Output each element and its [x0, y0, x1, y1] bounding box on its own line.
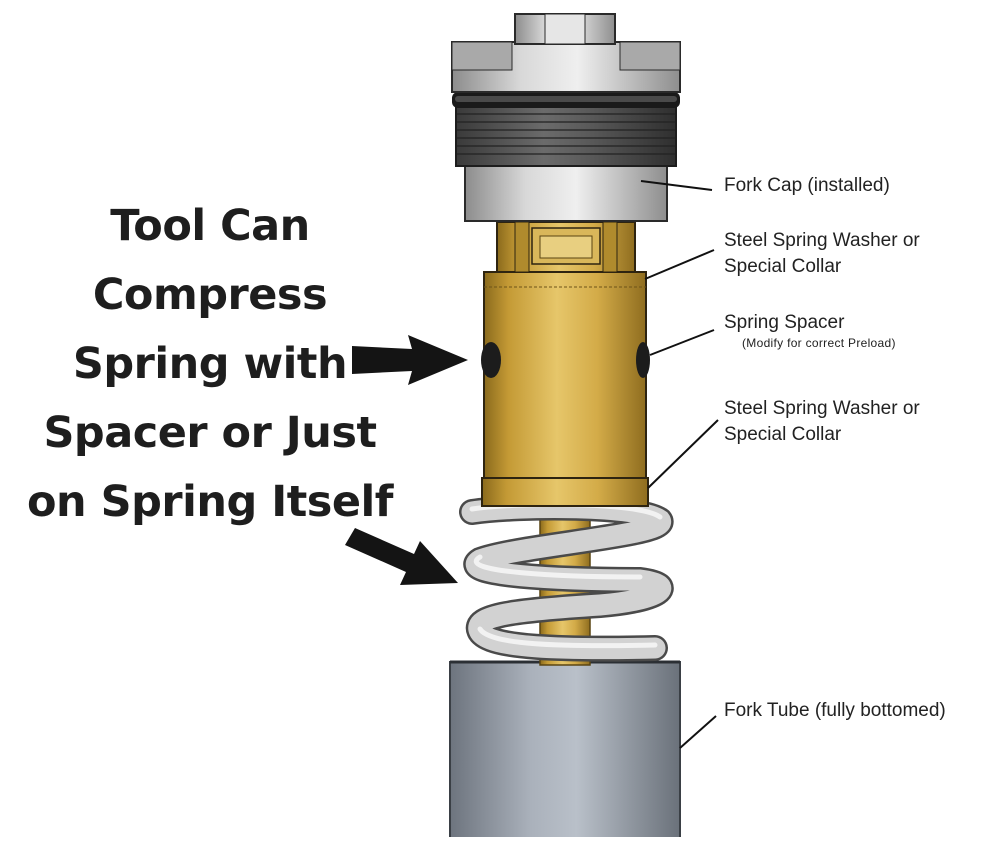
headline-line-2: Compress	[92, 270, 328, 320]
callout-arrows	[345, 335, 468, 585]
leader-fork-cap	[640, 180, 713, 191]
leader-fork-tube	[679, 715, 717, 749]
label-lower-washer: Steel Spring Washer or Special Collar	[724, 396, 920, 448]
label-upper-washer: Steel Spring Washer or Special Collar	[724, 228, 920, 280]
headline-line-4: Spacer or Just	[43, 408, 377, 458]
leader-spring-spacer	[649, 329, 715, 356]
leader-lines	[640, 180, 719, 749]
fork-cap	[451, 13, 681, 222]
arrow-to-spring-icon	[345, 528, 458, 585]
label-lower-washer-line1: Steel Spring Washer or	[724, 398, 920, 419]
headline-line-1: Tool Can	[110, 201, 310, 251]
label-spring-spacer: Spring Spacer (Modify for correct Preloa…	[724, 310, 896, 350]
arrow-to-spacer-icon	[352, 335, 468, 385]
label-spring-spacer-line1: Spring Spacer	[724, 312, 845, 333]
spacer-hole-right	[636, 342, 650, 378]
label-spring-spacer-note: (Modify for correct Preload)	[742, 336, 896, 350]
label-fork-tube: Fork Tube (fully bottomed)	[724, 698, 946, 724]
coil-spring	[459, 494, 674, 662]
spring-spacer	[481, 271, 650, 479]
label-lower-washer-line2: Special Collar	[724, 424, 842, 445]
leader-lower-washer	[647, 419, 719, 489]
lower-spring-collar	[481, 477, 649, 507]
label-fork-cap-text: Fork Cap (installed)	[724, 175, 890, 196]
label-upper-washer-line2: Special Collar	[724, 256, 842, 277]
headline: Tool Can Compress Spring with Spacer or …	[10, 192, 410, 537]
spacer-hole-left	[481, 342, 501, 378]
upper-spring-collar	[496, 221, 636, 273]
leader-upper-washer	[644, 249, 715, 280]
headline-line-3: Spring with	[72, 339, 348, 389]
label-fork-tube-text: Fork Tube (fully bottomed)	[724, 700, 946, 721]
headline-line-5: on Spring Itself	[27, 477, 393, 527]
label-fork-cap: Fork Cap (installed)	[724, 173, 890, 199]
label-upper-washer-line1: Steel Spring Washer or	[724, 230, 920, 251]
fork-tube	[449, 660, 681, 842]
